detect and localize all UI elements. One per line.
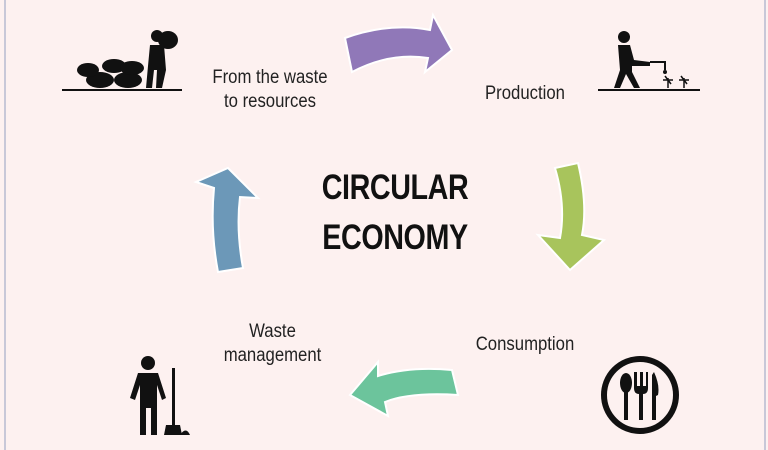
- arrow-bottom: [348, 359, 460, 418]
- stage-label-line2: to resources: [223, 91, 316, 112]
- farmer-watering-plants-icon: [598, 31, 700, 91]
- stage-production: Production: [468, 82, 582, 106]
- stage-consumption: Consumption: [463, 333, 586, 357]
- stage-waste-management: Waste management: [213, 320, 332, 368]
- stage-label-line1: From the waste: [212, 67, 328, 88]
- plate-cutlery-icon: [601, 356, 679, 434]
- arrow-right: [535, 161, 607, 272]
- person-with-broom-icon: [130, 356, 190, 435]
- frame: [4, 0, 766, 450]
- stage-label: Production: [485, 83, 565, 104]
- title-line2: ECONOMY: [322, 218, 468, 257]
- stage-waste-to-resources: From the waste to resources: [200, 66, 341, 114]
- stage-label-line1: Waste: [249, 321, 296, 342]
- title-line1: CIRCULAR: [321, 168, 469, 207]
- stage-label-line2: management: [223, 345, 322, 366]
- person-carrying-waste-sacks-icon: [62, 30, 182, 91]
- stage-label: Consumption: [475, 334, 575, 355]
- arrow-left: [193, 166, 261, 274]
- arrow-top: [343, 12, 454, 75]
